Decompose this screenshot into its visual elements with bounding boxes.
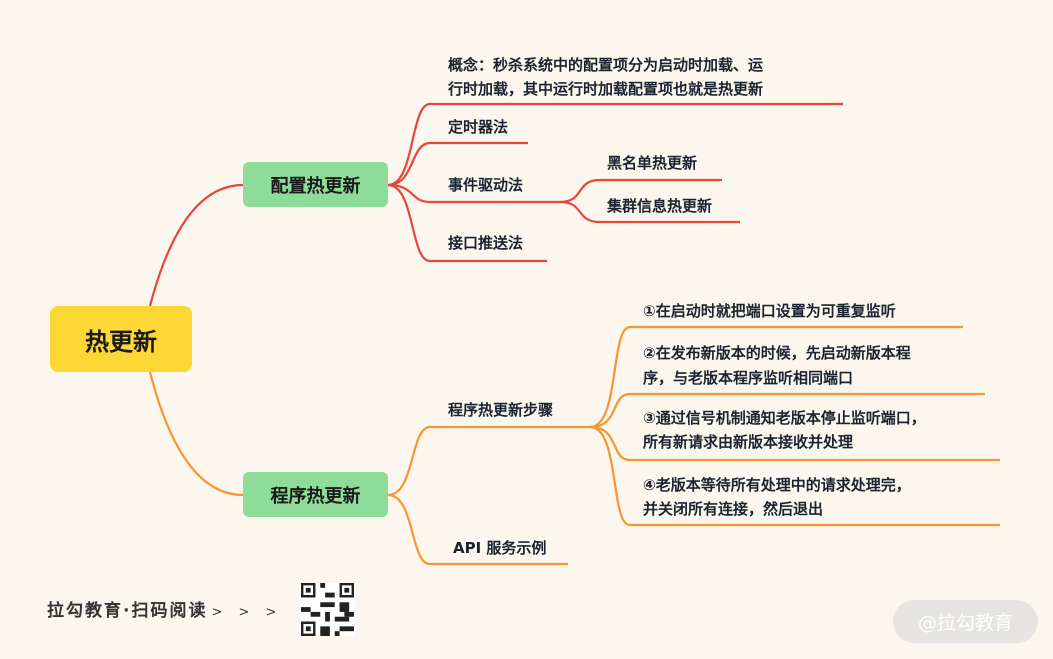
- node-interface-push[interactable]: 接口推送法: [448, 234, 524, 252]
- node-step-2-line1[interactable]: ②在发布新版本的时候，先启动新版本程: [643, 344, 911, 362]
- node-program-steps[interactable]: 程序热更新步骤: [448, 401, 554, 419]
- node-blacklist[interactable]: 黑名单热更新: [607, 154, 698, 172]
- node-concept-line2[interactable]: 行时加载，其中运行时加载配置项也就是热更新: [448, 80, 764, 98]
- node-timer[interactable]: 定时器法: [448, 118, 509, 136]
- node-step-3-line1[interactable]: ③通过信号机制通知老版本停止监听端口，: [643, 409, 926, 427]
- node-event-driven[interactable]: 事件驱动法: [448, 176, 524, 194]
- node-step-2-line2[interactable]: 序，与老版本程序监听相同端口: [643, 369, 854, 387]
- qr-code-icon: [300, 583, 355, 636]
- node-program-hot-update[interactable]: 程序热更新: [243, 472, 388, 517]
- footer-text: 拉勾教育·扫码阅读: [47, 601, 208, 621]
- root-node[interactable]: 热更新: [50, 306, 192, 372]
- node-step-4-line1[interactable]: ④老版本等待所有处理中的请求处理完，: [643, 476, 911, 494]
- node-step-1[interactable]: ①在启动时就把端口设置为可重复监听: [643, 302, 896, 320]
- node-concept-line1[interactable]: 概念：秒杀系统中的配置项分为启动时加载、运: [448, 56, 764, 74]
- node-api-example[interactable]: API 服务示例: [453, 539, 547, 557]
- node-step-3-line2[interactable]: 所有新请求由新版本接收并处理: [643, 433, 854, 451]
- node-cluster-info[interactable]: 集群信息热更新: [607, 197, 713, 215]
- footer-arrows: > > >: [211, 605, 283, 620]
- watermark: @拉勾教育: [893, 600, 1038, 643]
- node-step-4-line2[interactable]: 并关闭所有连接，然后退出: [643, 500, 824, 518]
- node-config-hot-update[interactable]: 配置热更新: [243, 162, 388, 207]
- footer-brand: 拉勾教育·扫码阅读> > >: [47, 596, 282, 621]
